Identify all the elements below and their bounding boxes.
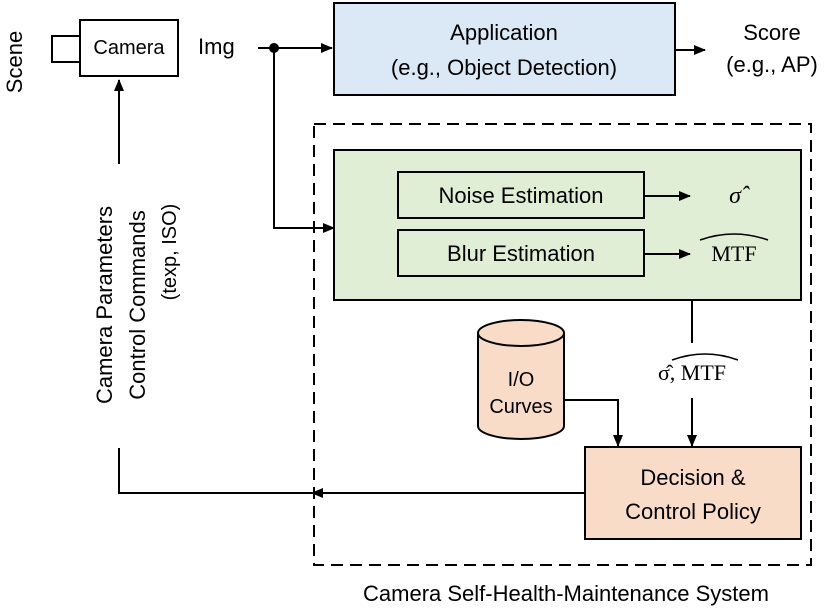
application-box <box>333 2 676 96</box>
noise-estimation-box <box>397 171 645 219</box>
application-title: Application <box>450 20 558 45</box>
decision-label-line1: Decision & <box>640 465 745 490</box>
io-curves-label-line2: Curves <box>489 396 552 418</box>
camera-params-line3: (texp, ISO) <box>159 204 181 301</box>
blur-estimation-box <box>397 229 645 277</box>
io-to-decision-arrow <box>564 399 623 447</box>
mtf-hat-accent <box>699 233 769 241</box>
decision-box <box>584 446 802 540</box>
decision-label-line2: Control Policy <box>625 499 761 524</box>
blur-estimation-label: Blur Estimation <box>447 241 595 266</box>
img-to-estimation-arrow <box>273 48 335 233</box>
feedback-to-camera-path <box>118 448 312 494</box>
img-label: Img <box>198 34 235 59</box>
combined-mtf-accent <box>671 353 739 361</box>
score-example: (e.g., AP) <box>726 52 818 77</box>
score-label: Score <box>743 20 800 45</box>
camera-params-line1: Camera Parameters <box>92 206 117 404</box>
noise-estimation-label: Noise Estimation <box>438 183 603 208</box>
camera-label: Camera <box>93 37 165 59</box>
system-boundary <box>313 123 812 566</box>
io-curves-database-icon <box>477 319 565 440</box>
io-curves-label-line1: I/O <box>508 369 535 391</box>
mtf-hat-output: MTF <box>711 241 756 266</box>
combined-output-label: σ̂, MTF <box>658 360 726 385</box>
application-example: (e.g., Object Detection) <box>391 55 617 80</box>
system-label: Camera Self-Health-Maintenance System <box>363 581 769 606</box>
camera-icon <box>51 19 179 77</box>
camera-params-line2: Control Commands <box>125 210 150 400</box>
scene-label: Scene <box>2 31 27 93</box>
